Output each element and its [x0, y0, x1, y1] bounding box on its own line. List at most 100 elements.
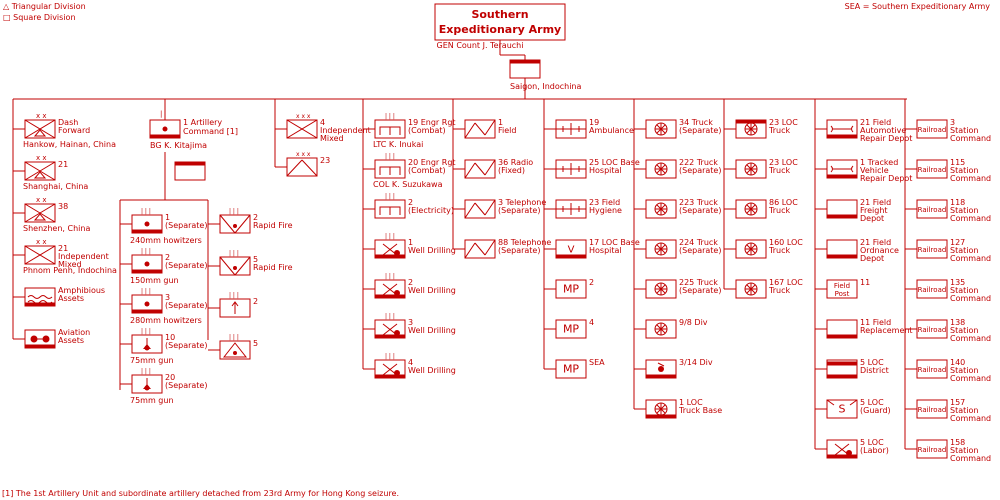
engineer-bridge-icon [379, 206, 401, 215]
unit-label: Command [950, 174, 991, 183]
unit-label: (Separate) [165, 301, 207, 310]
unit-bar [149, 134, 181, 139]
unit-label: (Separate) [165, 341, 207, 350]
unit-label: Command [950, 414, 991, 423]
unit-label: 3/14 Div [679, 358, 713, 367]
echelon-mark: | | | [141, 328, 151, 335]
wheel-spoke [656, 164, 666, 174]
unit-glyph: V [568, 245, 575, 256]
unit-label: Command [950, 454, 991, 463]
unit-label: 23 LOC [769, 158, 798, 167]
unit-label: Station [950, 246, 978, 255]
unit-label: 118 [950, 198, 965, 207]
unit-label: (Guard) [860, 406, 891, 415]
unit-label: 34 Truck [679, 118, 713, 127]
echelon-mark: x x [36, 238, 47, 246]
unit-glyph: MP [563, 323, 579, 336]
unit-label: 5 [253, 339, 258, 348]
wrench-icon [830, 125, 854, 133]
unit-label: 138 [950, 318, 965, 327]
echelon-mark: | | | [229, 334, 239, 341]
railroad-box [916, 359, 948, 379]
railroad-label: Railroad [918, 326, 947, 334]
unit-label: 1 Tracked [860, 158, 898, 167]
unit-label: Well Drilling [408, 326, 456, 335]
unit-label: (Combat) [408, 166, 446, 175]
railroad-box [916, 279, 948, 299]
unit-label: Station [950, 126, 978, 135]
infantry-cross-line [286, 119, 318, 139]
unit-label: 86 LOC [769, 198, 798, 207]
unit-label: 17 LOC Base [589, 238, 640, 247]
echelon-mark: | [160, 110, 162, 118]
wrench-icon [830, 165, 854, 173]
artillery-dot-icon [162, 126, 168, 132]
wheel-spoke [656, 324, 666, 334]
unit-label: Truck [768, 286, 790, 295]
rapid-fire-line [219, 256, 236, 276]
unit-caption: 75mm gun [130, 396, 174, 405]
echelon-mark: | | | [385, 353, 395, 360]
unit-label: 115 [950, 158, 965, 167]
unit-location: Phnom Penh, Indochina [23, 266, 117, 275]
unit-label: Automotive [860, 126, 906, 135]
unit-label: 5 LOC [860, 398, 884, 407]
unit-label: Truck [768, 126, 790, 135]
unit-label: 21 Field [860, 118, 891, 127]
unit-label: Station [950, 206, 978, 215]
unit-label: 3 [165, 293, 170, 302]
rapid-fire-line [219, 214, 236, 234]
unit-label: (Separate) [165, 261, 207, 270]
hq-location: Saigon, Indochina [510, 82, 581, 91]
unit-label: 1 [498, 118, 503, 127]
railroad-label: Railroad [918, 166, 947, 174]
unit-label: 4 [408, 358, 413, 367]
unit-label: 23 Field [589, 198, 620, 207]
unit-label: Repair Depot [860, 134, 912, 143]
unit-label: 157 [950, 398, 965, 407]
unit-label: Station [950, 366, 978, 375]
unit-glyph: MP [563, 283, 579, 296]
unit-label: 11 [860, 278, 870, 287]
unit-label: (Separate) [498, 246, 540, 255]
railroad-label: Railroad [918, 446, 947, 454]
unit-label: (Fixed) [498, 166, 525, 175]
unit-label: 23 LOC [769, 118, 798, 127]
railroad-box [916, 199, 948, 219]
unit-glyph: MP [563, 363, 579, 376]
echelon-mark: x x [36, 112, 47, 120]
unit-label: Depot [860, 214, 884, 223]
signal-line [484, 159, 496, 176]
triangle-mark-icon [33, 171, 47, 179]
unit-label: (Separate) [498, 206, 540, 215]
unit-label: Command [950, 294, 991, 303]
unit-label: (Separate) [679, 246, 721, 255]
unit-label: 9/8 Div [679, 318, 708, 327]
unit-glyph: Field [834, 282, 850, 290]
infantry-cross-line [24, 245, 56, 265]
unit-label: 158 [950, 438, 965, 447]
unit-bar [826, 374, 858, 379]
unit-label: (Separate) [679, 206, 721, 215]
unit-label: 224 Truck [679, 238, 718, 247]
unit-label: 19 [589, 118, 599, 127]
echelon-mark: | | | [385, 233, 395, 240]
unit-label: Truck [768, 166, 790, 175]
unit-label: Mixed [320, 134, 344, 143]
unit-label: 3 [950, 118, 955, 127]
railroad-label: Railroad [918, 286, 947, 294]
unit-label: Freight [860, 206, 888, 215]
unit-bar [131, 309, 163, 314]
echelon-mark: x x [36, 196, 47, 204]
unit-label: Amphibious [58, 286, 105, 295]
unit-bar [174, 161, 206, 166]
hq-box [434, 3, 566, 41]
railroad-box [916, 159, 948, 179]
echelon-mark: | | | [141, 368, 151, 375]
unit-commander: LTC K. Inukai [373, 140, 423, 149]
unit-label: Command [950, 254, 991, 263]
unit-label: 38 [58, 202, 68, 211]
artillery-dot-icon [233, 266, 237, 270]
legend: △ Triangular Division □ Square Division [3, 1, 86, 23]
